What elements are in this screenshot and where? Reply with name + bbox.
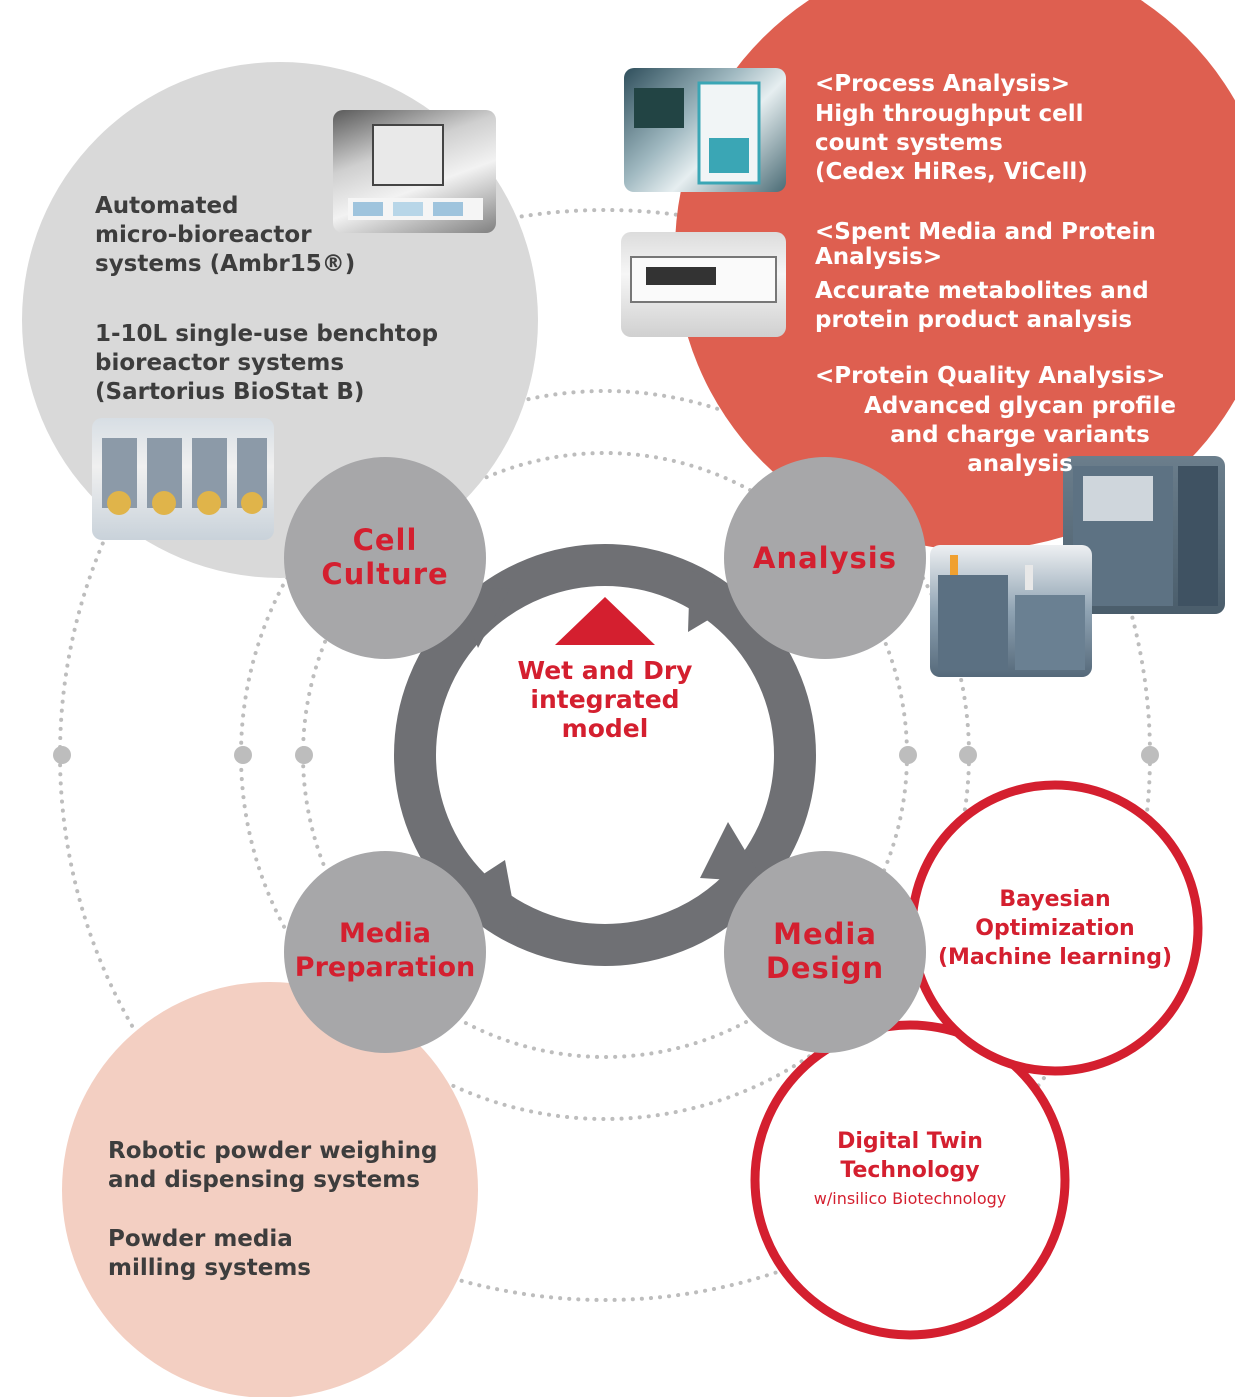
biostat-description: 1-10L single-use benchtop bioreactor sys… — [95, 321, 439, 405]
ambr15-photo-icon — [333, 110, 496, 233]
cycle-ring-band — [394, 544, 816, 966]
arrow-head-top-right — [688, 570, 745, 632]
analysis-bubble — [675, 0, 1235, 550]
media-preparation-label: Media Preparation — [294, 918, 476, 983]
spent-media-description: Accurate metabolites and protein product… — [815, 278, 1149, 333]
cell-counter-photo-icon — [624, 68, 786, 192]
bayesian-optimization-text: Bayesian Optimization (Machine learning) — [937, 887, 1173, 970]
analysis-label: Analysis — [753, 541, 897, 575]
arrow-head-bottom-right — [700, 822, 764, 882]
center-model-label: Wet and Dry integrated model — [517, 656, 693, 743]
ring-marker-dot — [1141, 746, 1159, 764]
cell-culture-label: Cell Culture — [321, 523, 449, 591]
digital-twin-circle — [750, 1020, 1070, 1340]
node-media-design — [724, 851, 926, 1053]
metabolite-analyzer-photo-icon — [621, 232, 786, 337]
media-design-label: Media Design — [765, 917, 885, 985]
digital-twin-text: Digital Twin Technology — [837, 1129, 983, 1183]
node-media-preparation — [284, 851, 486, 1053]
media-prep-bubble — [62, 982, 478, 1397]
ring-marker-dot — [899, 746, 917, 764]
protein-quality-heading: <Protein Quality Analysis> — [815, 363, 1166, 389]
node-analysis — [724, 457, 926, 659]
powder-weighing-description: Robotic powder weighing and dispensing s… — [108, 1138, 438, 1193]
arrow-head-bottom-left — [462, 860, 518, 930]
cycle-ring — [394, 544, 816, 966]
process-analysis-description: High throughput cell count systems (Cede… — [815, 101, 1088, 185]
ring-marker-dot — [53, 746, 71, 764]
digital-twin-partner-text: w/insilico Biotechnology — [813, 1189, 1007, 1208]
ambr15-description: Automated micro-bioreactor systems (Ambr… — [95, 193, 356, 277]
ring-marker-dot — [959, 746, 977, 764]
spent-media-heading: <Spent Media and Protein Analysis> — [815, 219, 1156, 270]
ring-marker-dot — [234, 746, 252, 764]
ring-markers — [53, 746, 1159, 764]
protein-quality-description: Advanced glycan profile and charge varia… — [864, 393, 1176, 477]
lc-system-photo-icon — [930, 545, 1092, 677]
process-analysis-heading: <Process Analysis> — [815, 71, 1070, 97]
node-cell-culture — [284, 457, 486, 659]
red-triangle-icon — [555, 597, 655, 645]
ring-marker-dot — [295, 746, 313, 764]
powder-milling-description: Powder media milling systems — [108, 1226, 311, 1281]
biostat-photo-icon — [92, 418, 274, 540]
